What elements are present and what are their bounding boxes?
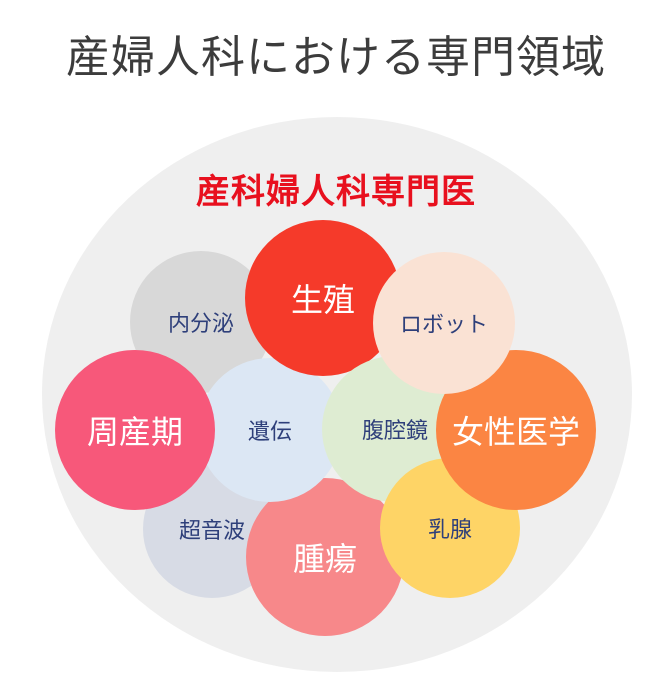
bubble-label: ロボット [399,313,488,338]
bubble-breast: 乳腺 [380,458,520,598]
center-title: 産科婦人科専門医 [196,172,476,212]
bubble-label: 生殖 [290,281,355,319]
bubble-label: 周産期 [86,413,183,451]
page-title: 産婦人科における専門領域 [66,32,606,83]
bubble-label: 超音波 [178,519,245,544]
bubble-tumor: 腫瘍 [246,478,404,636]
bubble-genetics: 遺伝 [198,358,342,502]
bubble-label: 腹腔鏡 [361,419,428,444]
bubble-label: 女性医学 [451,413,580,451]
bubble-label: 内分泌 [167,312,234,337]
bubble-label: 乳腺 [427,518,472,543]
bubble-reproduction: 生殖 [245,220,401,376]
bubble-robot: ロボット [373,252,515,394]
bubble-label: 腫瘍 [292,540,357,578]
bubble-perinatal: 周産期 [55,350,215,510]
bubble-label: 遺伝 [247,420,292,445]
